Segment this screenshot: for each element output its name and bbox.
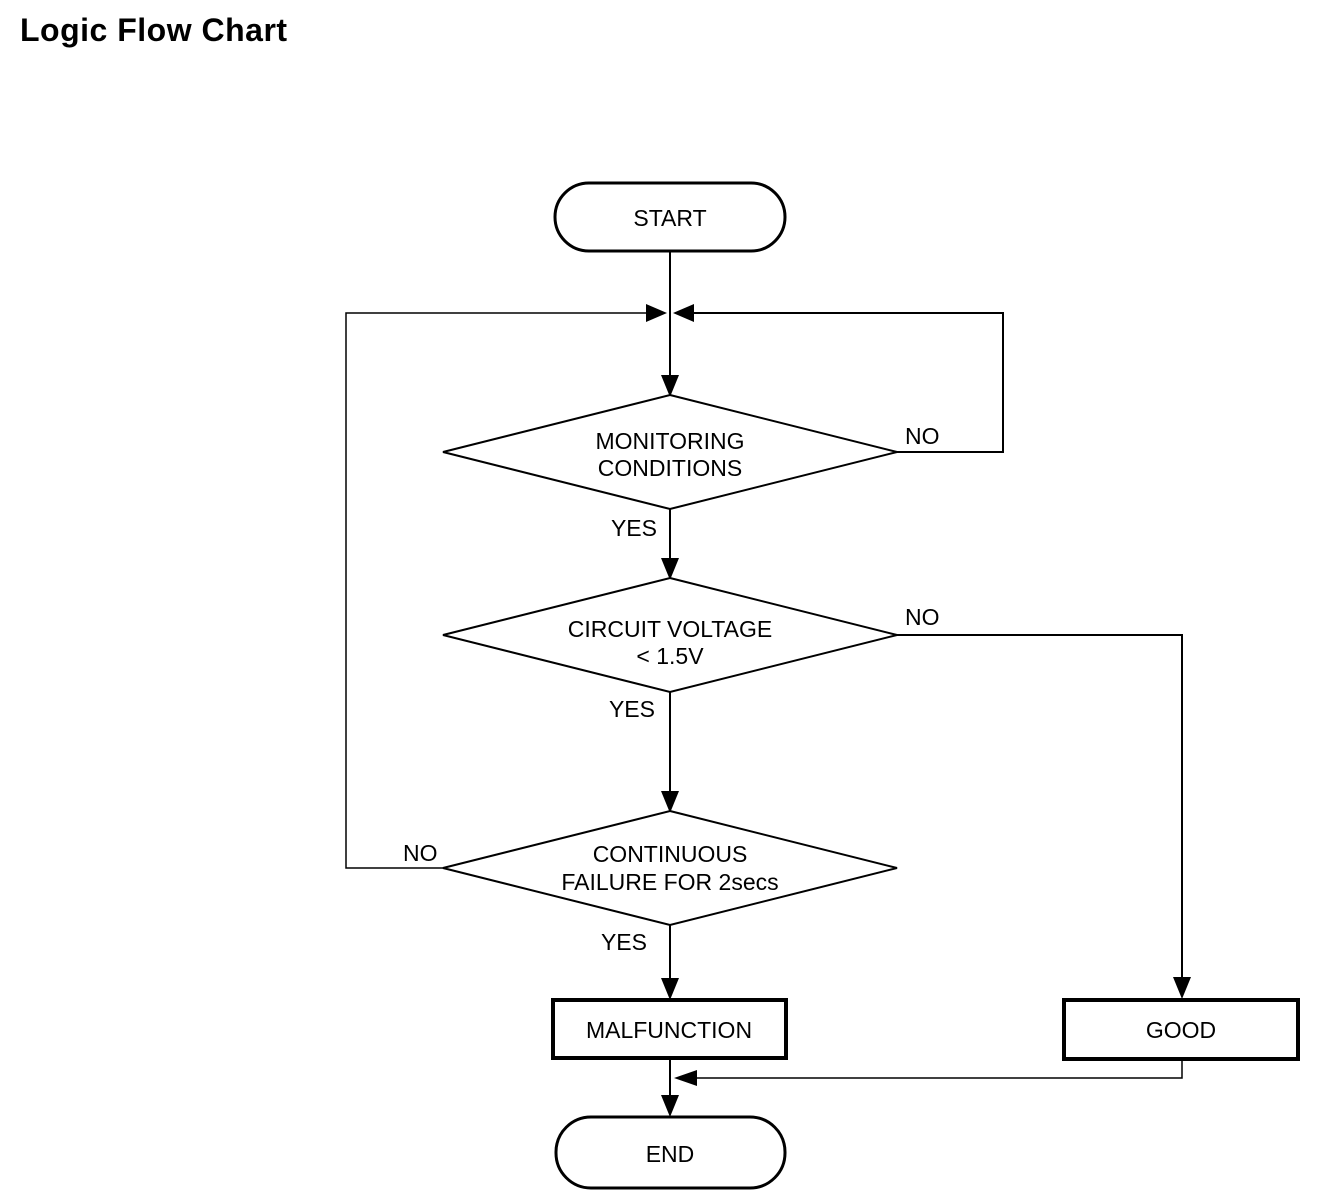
arrow-junction-from-right-icon <box>673 304 694 322</box>
arrow-into-good-icon <box>1173 977 1191 999</box>
edge-voltage-no-to-good <box>897 634 1183 994</box>
monitoring-conditions-label-line1: MONITORING <box>595 428 744 454</box>
monitoring-conditions-label-line2: CONDITIONS <box>598 455 742 481</box>
malfunction-node <box>551 998 788 1060</box>
voltage-yes-label: YES <box>609 696 655 722</box>
arrow-into-monitoring-icon <box>661 375 679 397</box>
monitoring-conditions-decision <box>442 393 898 511</box>
circuit-voltage-label-line1: CIRCUIT VOLTAGE <box>568 616 772 642</box>
end-node-label: END <box>646 1141 695 1167</box>
good-node <box>1062 998 1300 1061</box>
monitoring-no-label: NO <box>905 423 940 449</box>
circuit-voltage-decision <box>442 576 898 694</box>
voltage-no-label: NO <box>905 604 940 630</box>
arrow-into-malfunction-icon <box>661 978 679 1000</box>
edge-failure-no-loop <box>345 312 662 869</box>
continuous-failure-label-line2: FAILURE FOR 2secs <box>561 869 778 895</box>
edge-monitoring-no-loop <box>676 312 1004 453</box>
connector-lines <box>345 251 1183 1112</box>
arrowheads <box>646 304 1191 1117</box>
failure-no-label: NO <box>403 840 438 866</box>
page-title: Logic Flow Chart <box>20 12 288 48</box>
arrow-into-voltage-icon <box>661 558 679 580</box>
arrow-into-end-icon <box>661 1095 679 1117</box>
arrow-into-failure-icon <box>661 791 679 813</box>
continuous-failure-decision <box>442 809 898 927</box>
arrow-good-join-icon <box>674 1070 697 1086</box>
edge-good-to-join <box>680 1058 1183 1079</box>
end-node <box>554 1115 787 1190</box>
arrow-junction-from-left-icon <box>646 304 667 322</box>
circuit-voltage-label-line2: < 1.5V <box>636 643 704 669</box>
start-node-label: START <box>633 205 706 231</box>
continuous-failure-label-line1: CONTINUOUS <box>593 841 748 867</box>
start-node <box>553 181 787 253</box>
good-node-label: GOOD <box>1146 1017 1216 1043</box>
failure-yes-label: YES <box>601 929 647 955</box>
monitoring-yes-label: YES <box>611 515 657 541</box>
malfunction-node-label: MALFUNCTION <box>586 1017 752 1043</box>
